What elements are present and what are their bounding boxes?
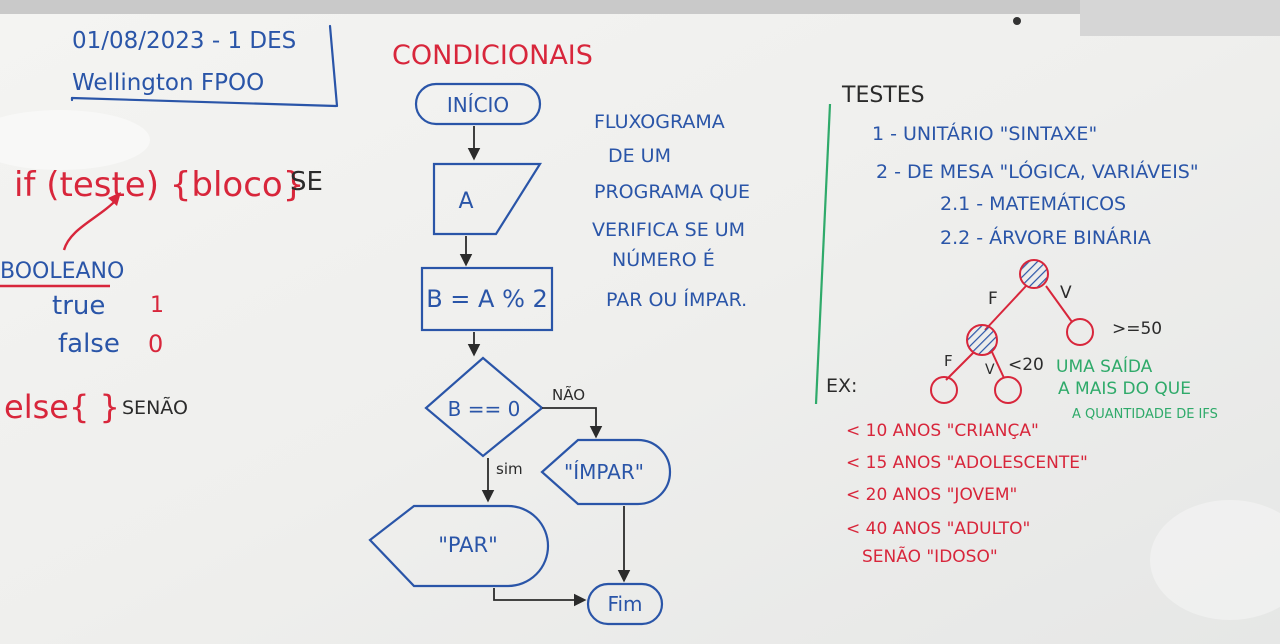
senao-label: SENÃO bbox=[122, 396, 188, 419]
par-label: "PAR" bbox=[438, 533, 498, 557]
green-note-line: A QUANTIDADE DE IFS bbox=[1072, 407, 1218, 422]
tree-node bbox=[1066, 318, 1094, 346]
tree-leaf bbox=[994, 376, 1022, 404]
example-line: < 40 ANOS "ADULTO" bbox=[846, 519, 1030, 539]
wall-strip bbox=[1080, 0, 1280, 36]
tree-condition: >=50 bbox=[1112, 319, 1162, 339]
inicio-terminal bbox=[414, 82, 542, 126]
example-line: < 15 ANOS "ADOLESCENTE" bbox=[846, 453, 1088, 473]
no-branch-label: NÃO bbox=[552, 385, 585, 404]
header-date: 01/08/2023 - 1 DES bbox=[72, 28, 296, 54]
tree-leaf bbox=[930, 376, 958, 404]
inicio-label: INÍCIO bbox=[447, 93, 509, 117]
tree-branch-label: F bbox=[988, 289, 998, 309]
binary-tree bbox=[930, 259, 1094, 404]
description-line: PROGRAMA QUE bbox=[594, 181, 750, 203]
input-a-label: A bbox=[458, 189, 473, 214]
flowchart-shapes bbox=[368, 82, 672, 626]
description-line: NÚMERO É bbox=[612, 247, 715, 271]
process-label: B = A % 2 bbox=[426, 285, 548, 313]
true-word: true bbox=[52, 291, 105, 321]
decision-diamond bbox=[424, 356, 544, 458]
fim-terminal bbox=[586, 582, 664, 626]
tests-item: 2.1 - MATEMÁTICOS bbox=[940, 192, 1126, 215]
impar-label: "ÍMPAR" bbox=[564, 460, 644, 484]
input-shape-a bbox=[432, 162, 542, 236]
se-label: SE bbox=[290, 167, 323, 197]
board-top-frame bbox=[0, 0, 1280, 14]
example-label: EX: bbox=[826, 375, 857, 397]
fim-label: Fim bbox=[607, 592, 642, 616]
if-statement: if (teste) {bloco} bbox=[14, 165, 304, 205]
tests-item: 2 - DE MESA "LÓGICA, VARIÁVEIS" bbox=[876, 159, 1199, 183]
header-box bbox=[70, 24, 339, 108]
decision-label: B == 0 bbox=[448, 397, 521, 421]
false-value: 0 bbox=[148, 330, 163, 358]
yes-branch-label: sim bbox=[496, 460, 523, 478]
tests-title: TESTES bbox=[841, 83, 925, 108]
flowchart-title: CONDICIONAIS bbox=[392, 40, 593, 71]
tree-node bbox=[966, 324, 998, 356]
example-line: < 20 ANOS "JOVEM" bbox=[846, 485, 1017, 505]
description-line: VERIFICA SE UM bbox=[592, 219, 745, 241]
else-statement: else{ } bbox=[4, 388, 120, 426]
example-line: < 10 ANOS "CRIANÇA" bbox=[846, 421, 1039, 441]
arrow-to-teste bbox=[62, 197, 119, 251]
flowchart-connectors bbox=[459, 126, 631, 607]
section-divider bbox=[814, 103, 832, 405]
tree-condition: <20 bbox=[1008, 355, 1044, 375]
header-name: Wellington FPOO bbox=[72, 70, 264, 96]
arrow-head bbox=[108, 192, 121, 206]
light-reflection bbox=[1150, 500, 1280, 620]
green-note-line: A MAIS DO QUE bbox=[1058, 379, 1191, 399]
green-note-line: UMA SAÍDA bbox=[1056, 355, 1153, 377]
tree-branch-label: F bbox=[944, 352, 953, 370]
description-line: FLUXOGRAMA bbox=[594, 111, 725, 133]
process-box bbox=[420, 266, 554, 332]
tree-branch-label: V bbox=[1060, 283, 1072, 303]
par-display bbox=[368, 504, 550, 588]
description-line: DE UM bbox=[608, 145, 671, 167]
false-word: false bbox=[58, 329, 120, 359]
tree-root-node bbox=[1019, 259, 1049, 289]
flowchart-description: FLUXOGRAMA DE UM PROGRAMA QUE VERIFICA S… bbox=[592, 111, 750, 311]
tree-branch-label: V bbox=[985, 362, 995, 378]
example-line: SENÃO "IDOSO" bbox=[862, 545, 998, 567]
tests-item: 2.2 - ÁRVORE BINÁRIA bbox=[940, 226, 1151, 249]
light-reflection bbox=[0, 110, 150, 170]
example-list: < 10 ANOS "CRIANÇA" < 15 ANOS "ADOLESCEN… bbox=[846, 421, 1088, 567]
impar-display bbox=[540, 438, 672, 506]
camera-dot bbox=[1013, 17, 1021, 25]
booleano-label: BOOLEANO bbox=[0, 259, 124, 284]
true-value: 1 bbox=[150, 293, 164, 318]
description-line: PAR OU ÍMPAR. bbox=[606, 288, 747, 311]
tests-item: 1 - UNITÁRIO "SINTAXE" bbox=[872, 122, 1097, 145]
